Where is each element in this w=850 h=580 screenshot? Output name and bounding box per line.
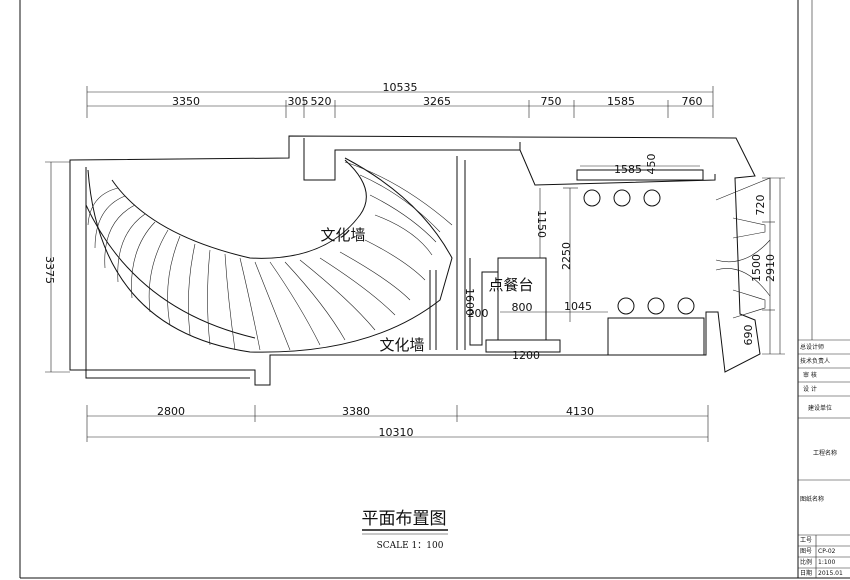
dim-overall-top: 10535 [383, 81, 418, 94]
tb-row-client: 建设单位 [808, 404, 832, 412]
tb-date-value: 2015.01 [818, 570, 843, 577]
dim-top-520: 520 [311, 95, 332, 108]
title-block: 总设计师 技术负责人 审 核 设 计 建设单位 工程名称 图纸名称 工号 图号 … [798, 339, 850, 578]
dim-top-3265: 3265 [423, 95, 451, 108]
dim-right-2910: 2910 [764, 254, 777, 282]
dim-right-690: 690 [742, 325, 755, 346]
dim-top-760: 760 [682, 95, 703, 108]
dim-bottom-3380: 3380 [342, 405, 370, 418]
dim-overall-bottom: 10310 [379, 426, 414, 439]
tb-drawing-no-value: CP-02 [818, 548, 836, 555]
drawing-title: 平面布置图 SCALE 1：100 [362, 509, 448, 551]
dim-top-1585: 1585 [607, 95, 635, 108]
dim-right-720: 720 [754, 195, 767, 216]
label-culture-wall-top: 文化墙 [320, 226, 365, 244]
tb-row-drawing-name: 图纸名称 [800, 495, 824, 503]
stool-top-2 [613, 189, 631, 207]
dim-200: 200 [468, 307, 489, 320]
dim-1200: 1200 [512, 349, 540, 362]
stool-bottom-1 [617, 297, 635, 315]
dim-800: 800 [512, 301, 533, 314]
tb-row-chief-designer: 总设计师 [800, 343, 824, 351]
tb-row-review: 审 核 [803, 371, 817, 379]
label-order-counter: 点餐台 [488, 276, 533, 294]
sheet-frame [19, 0, 850, 579]
stool-bottom-2 [647, 297, 665, 315]
plan-scale: SCALE 1：100 [377, 541, 444, 551]
label-culture-wall-bottom: 文化墙 [379, 336, 424, 354]
dim-1600: 1600 [463, 288, 476, 316]
left-dimension: 3375 [43, 161, 70, 373]
right-dimensions: 720 1500 2910 690 [742, 177, 785, 355]
dim-top-305: 305 [288, 95, 309, 108]
dim-1150: 1150 [535, 210, 548, 238]
tb-row-project-name: 工程名称 [813, 449, 837, 457]
spiral-stair [85, 157, 453, 353]
dim-bottom-4130: 4130 [566, 405, 594, 418]
tb-row-ratio: 比例 [800, 558, 812, 566]
plan-title: 平面布置图 [362, 509, 447, 529]
interior-dimensions: 1585 450 1150 2250 1045 800 1600 200 120… [463, 154, 700, 362]
stool-top-1 [583, 189, 601, 207]
stool-bottom-3 [677, 297, 695, 315]
tb-ratio-value: 1:100 [818, 559, 835, 566]
tb-row-drawing-no: 图号 [800, 548, 812, 555]
bottom-dimensions: 2800 3380 4130 10310 [86, 405, 709, 442]
dim-1585: 1585 [614, 163, 642, 176]
stool-top-3 [643, 189, 661, 207]
dim-bottom-2800: 2800 [157, 405, 185, 418]
top-dimensions: 10535 3350 305 520 3265 750 1585 760 [86, 81, 714, 118]
tb-row-tech-lead: 技术负责人 [800, 357, 830, 365]
tb-row-job-no: 工号 [800, 537, 812, 544]
dim-left-3375: 3375 [43, 256, 56, 284]
tb-row-date: 日期 [800, 569, 812, 577]
dim-top-3350: 3350 [172, 95, 200, 108]
dim-2250: 2250 [560, 242, 573, 270]
dim-450: 450 [645, 154, 658, 175]
dim-1045: 1045 [564, 300, 592, 313]
bar-stools [583, 189, 695, 315]
dim-top-750: 750 [541, 95, 562, 108]
interior-partitions [429, 156, 705, 356]
dim-right-1500: 1500 [750, 254, 763, 282]
tb-row-design: 设 计 [803, 385, 817, 393]
building-outline [69, 135, 771, 386]
